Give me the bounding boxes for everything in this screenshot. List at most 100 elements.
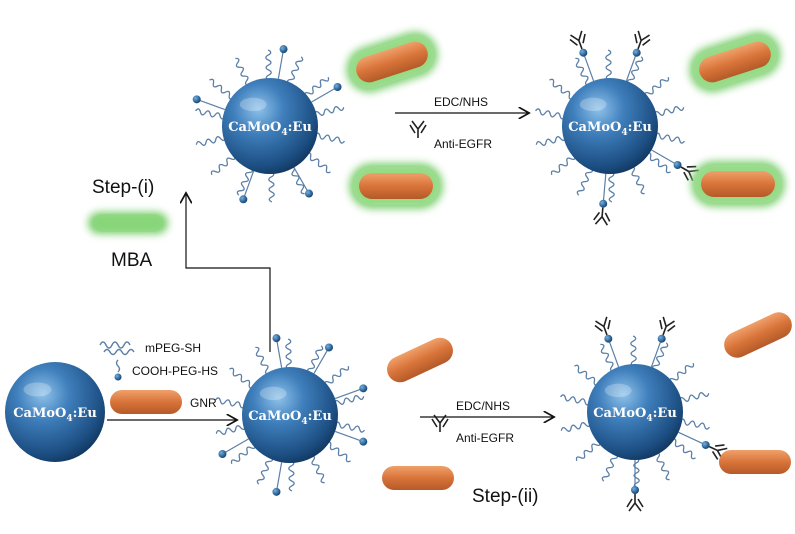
peg-chain bbox=[646, 152, 671, 174]
sphere-label: CaMoO4:Eu bbox=[593, 406, 677, 424]
sphere-label: CaMoO4:Eu bbox=[228, 120, 312, 138]
antibody-mba-nanoparticle: CaMoO4:Eu bbox=[535, 30, 699, 226]
peg-chain bbox=[195, 108, 226, 120]
mba-loaded-nanoparticle: CaMoO4:Eu bbox=[192, 45, 345, 204]
linker-chain bbox=[602, 173, 607, 204]
linker-bead bbox=[632, 48, 641, 57]
legend-group: mPEG-SH COOH-PEG-HS GNR bbox=[99, 341, 218, 414]
anti-egfr-antibody-icon bbox=[569, 30, 586, 50]
peg-chain bbox=[669, 363, 695, 383]
peg-chain bbox=[285, 338, 292, 370]
peg-chain bbox=[210, 155, 236, 175]
linker-chain bbox=[582, 52, 595, 82]
bottom-antibody-label: Anti-EGFR bbox=[456, 431, 514, 445]
peg-chain bbox=[304, 77, 330, 97]
peg-chain bbox=[560, 394, 591, 406]
sphere-highlight bbox=[239, 97, 267, 112]
linker-chain bbox=[242, 170, 255, 200]
linker-chain bbox=[222, 438, 249, 455]
peg-chain bbox=[601, 453, 619, 482]
gnr-legend-icon bbox=[110, 390, 182, 414]
peg-chain bbox=[651, 342, 669, 371]
linker-bead bbox=[673, 161, 682, 169]
bottom-reagent-label: EDC/NHS bbox=[456, 399, 510, 413]
peg-chain bbox=[310, 455, 325, 484]
peg-chain bbox=[626, 56, 644, 85]
linker-chain bbox=[293, 167, 310, 194]
peg-chain bbox=[314, 132, 345, 144]
linker-bead bbox=[579, 48, 588, 57]
peg-chain bbox=[653, 106, 685, 116]
linker-chain bbox=[275, 462, 283, 492]
peg-chain bbox=[236, 167, 254, 196]
peg-chain bbox=[630, 166, 645, 195]
linker-bead bbox=[325, 343, 333, 352]
anti-egfr-antibody-icon bbox=[626, 494, 644, 512]
linker-bead bbox=[272, 487, 281, 496]
peg-chain bbox=[535, 108, 566, 120]
linker-bead bbox=[272, 334, 281, 343]
peg-chain bbox=[265, 49, 272, 81]
anti-egfr-icon-bottom bbox=[431, 414, 449, 432]
sphere-label: CaMoO4:Eu bbox=[568, 120, 652, 138]
peg-chain bbox=[286, 56, 304, 85]
peg-chain bbox=[209, 78, 234, 100]
linker-bead bbox=[359, 384, 368, 393]
peg-chain bbox=[230, 444, 256, 464]
sphere-highlight bbox=[604, 383, 632, 398]
linker-bead bbox=[333, 83, 342, 91]
camoo4-sphere bbox=[587, 364, 683, 460]
linker-bead bbox=[359, 437, 368, 446]
camoo4-sphere bbox=[5, 362, 105, 462]
linker-bead bbox=[279, 45, 288, 54]
gnr-rod bbox=[387, 337, 453, 383]
linker-chain bbox=[334, 430, 364, 443]
peg-chain bbox=[235, 57, 250, 86]
peg-chain bbox=[290, 166, 305, 195]
peg-chain bbox=[255, 346, 270, 375]
linker-bead bbox=[192, 95, 201, 104]
anti-egfr-antibody-icon bbox=[634, 30, 651, 50]
peg-chain bbox=[229, 367, 254, 389]
linker-chain bbox=[650, 338, 663, 368]
linker-chain bbox=[607, 338, 620, 368]
anti-egfr-icon-top bbox=[409, 120, 427, 138]
linker-chain bbox=[311, 86, 338, 103]
gnr-rod bbox=[719, 450, 791, 474]
linker-chain bbox=[275, 338, 283, 368]
peg-chain bbox=[334, 421, 365, 433]
peg-chain bbox=[306, 152, 331, 174]
peg-chain bbox=[535, 136, 567, 146]
peg-chain bbox=[195, 136, 227, 146]
step-i-label: Step-(i) bbox=[92, 177, 154, 198]
linker-chain bbox=[625, 52, 638, 82]
sphere-highlight bbox=[579, 97, 607, 112]
peg-chain bbox=[215, 397, 246, 409]
step-ii-label: Step-(ii) bbox=[472, 486, 539, 507]
antibody-gnr-nanoparticle: CaMoO4:Eu bbox=[560, 316, 728, 512]
peg-chain bbox=[630, 335, 637, 367]
mpeg-legend-icon bbox=[99, 341, 131, 349]
sphere-label: CaMoO4:Eu bbox=[248, 409, 332, 427]
gnr-mba-rod bbox=[346, 31, 438, 93]
peg-chain bbox=[560, 422, 592, 432]
peg-chain bbox=[215, 425, 247, 435]
peg-chain bbox=[549, 78, 574, 100]
peg-chain bbox=[678, 392, 710, 402]
gnr-rod bbox=[382, 466, 454, 490]
peg-chain bbox=[256, 456, 274, 485]
peg-chain bbox=[644, 77, 670, 97]
peg-chain bbox=[324, 366, 350, 386]
anti-egfr-antibody-icon bbox=[659, 316, 676, 336]
linker-bead bbox=[604, 334, 613, 343]
sphere-highlight bbox=[259, 386, 287, 401]
linker-bead bbox=[305, 189, 313, 198]
peg-chain bbox=[600, 343, 615, 372]
mba-legend bbox=[88, 212, 168, 234]
peg-chain bbox=[575, 441, 601, 461]
linker-chain bbox=[277, 49, 285, 79]
peg-chain bbox=[605, 49, 612, 81]
peg-chain bbox=[633, 457, 640, 489]
